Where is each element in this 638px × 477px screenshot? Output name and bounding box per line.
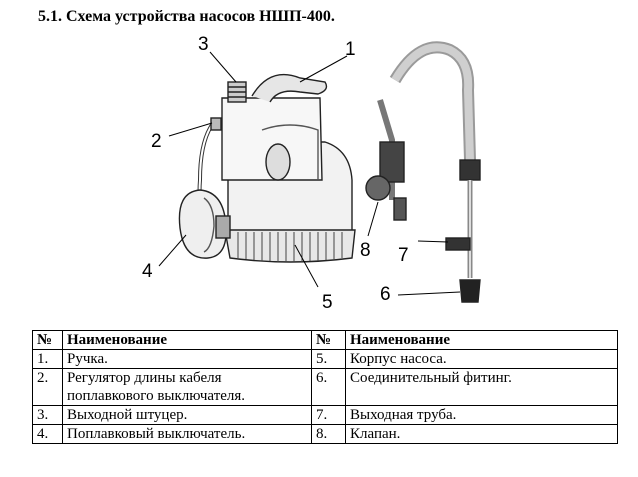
header-number-left: № [32, 330, 63, 350]
table-row: 1. Ручка. 5. Корпус насоса. [32, 349, 618, 369]
row-name: Корпус насоса. [345, 349, 618, 369]
callout-6: 6 [380, 284, 391, 305]
header-name-left: Наименование [62, 330, 312, 350]
row-number: 7. [311, 405, 346, 425]
header-name-right: Наименование [345, 330, 618, 350]
row-name: Выходной штуцер. [62, 405, 312, 425]
row-number: 5. [311, 349, 346, 369]
handle [251, 73, 328, 103]
row-number: 8. [311, 424, 346, 444]
header-number-right: № [311, 330, 346, 350]
callout-5: 5 [322, 292, 333, 313]
motor-housing [221, 97, 323, 181]
callout-3: 3 [198, 34, 209, 55]
row-number: 4. [32, 424, 63, 444]
row-number: 3. [32, 405, 63, 425]
pump-diagram: 1 2 3 4 5 6 7 8 [0, 30, 638, 325]
callout-8: 8 [360, 240, 371, 261]
row-number: 2. [32, 368, 63, 406]
document-heading: 5.1. Схема устройства насосов НШП-400. [38, 8, 335, 25]
callout-1: 1 [345, 39, 356, 60]
row-name: Соединительный фитинг. [345, 368, 618, 406]
row-name: Клапан. [345, 424, 618, 444]
callout-4: 4 [142, 261, 153, 282]
callout-2: 2 [151, 131, 162, 152]
row-name: Ручка. [62, 349, 312, 369]
parts-table: № Наименование № Наименование 1. Ручка. … [32, 330, 618, 444]
connecting-fitting [459, 279, 481, 303]
cable-regulator [210, 117, 222, 131]
row-name: Регулятор длины кабеля поплавкового выкл… [62, 368, 312, 406]
callout-7: 7 [398, 245, 409, 266]
table-header-row: № Наименование № Наименование [32, 330, 618, 350]
row-name: Выходная труба. [345, 405, 618, 425]
row-number: 6. [311, 368, 346, 406]
table-row: 3. Выходной штуцер. 7. Выходная труба. [32, 405, 618, 425]
float-switch [178, 189, 227, 259]
row-number: 1. [32, 349, 63, 369]
pump-base [224, 229, 356, 263]
table-row: 4. Поплавковый выключатель. 8. Клапан. [32, 424, 618, 444]
row-name: Поплавковый выключатель. [62, 424, 312, 444]
table-row: 2. Регулятор длины кабеля поплавкового в… [32, 368, 618, 406]
